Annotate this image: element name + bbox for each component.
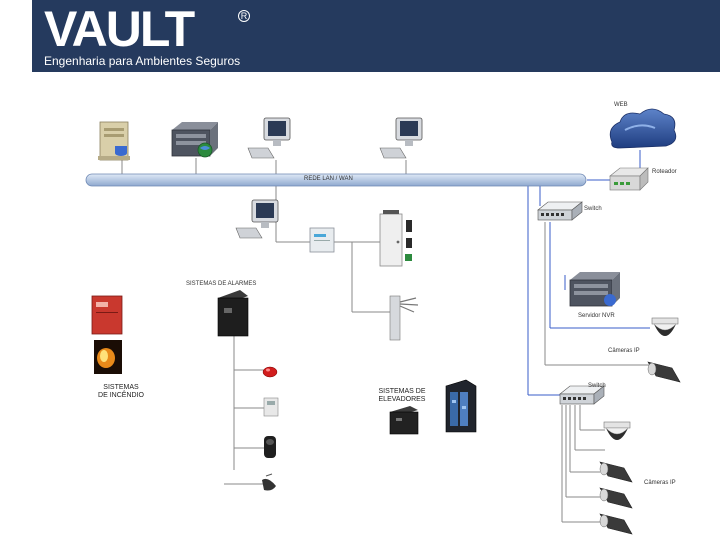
elevator-systems-label-line2: ELEVADORES xyxy=(378,396,426,403)
internet-cloud-icon xyxy=(609,108,677,149)
bullet-camera-icon xyxy=(599,487,633,509)
bullet-camera-icon xyxy=(647,361,681,383)
sensor-cable-icon xyxy=(262,473,276,491)
blue-connection-lines xyxy=(527,150,650,396)
keypad-icon xyxy=(263,397,279,417)
bullet-camera-icon xyxy=(599,461,633,483)
fire-systems-label-line1: SISTEMAS xyxy=(103,384,139,391)
nvr-server-icon xyxy=(569,272,620,307)
fire-systems-label: SISTEMAS DE INCÊNDIO xyxy=(88,384,154,400)
rack-server-icon xyxy=(171,122,218,158)
alarm-panel-icon xyxy=(217,290,249,337)
dome-camera-icon xyxy=(651,317,679,336)
nvr-label: Servidor NVR xyxy=(578,313,615,319)
bullet-camera-icon xyxy=(599,513,633,535)
registered-mark: R xyxy=(238,10,250,22)
door-access-icon xyxy=(379,210,412,267)
brand-logo: VAULT xyxy=(44,1,195,57)
switch-top-label: Switch xyxy=(584,206,602,212)
fire-systems-label-line2: DE INCÊNDIO xyxy=(98,392,144,399)
server-tower-icon xyxy=(98,121,130,161)
siren-icon xyxy=(262,366,278,378)
alarm-systems-label: SISTEMAS DE ALARMES xyxy=(186,281,257,287)
turnstile-icon xyxy=(389,295,419,341)
switch-bottom-label: Switch xyxy=(588,383,606,389)
motion-sensor-icon xyxy=(264,436,276,458)
workstation-icon xyxy=(247,117,291,159)
dome-camera-icon xyxy=(603,421,631,440)
elevator-controller-icon xyxy=(389,406,419,435)
web-label: WEB xyxy=(614,102,628,108)
network-switch-icon xyxy=(559,385,605,405)
elevator-icon xyxy=(445,379,477,433)
lan-wan-label: REDE LAN / WAN xyxy=(304,176,353,182)
workstation-icon xyxy=(379,117,423,159)
brand-tagline: Engenharia para Ambientes Seguros xyxy=(44,54,241,68)
cameras-bottom-label: Câmeras IP xyxy=(644,480,676,486)
workstation-icon xyxy=(235,199,279,239)
elevator-systems-label: SISTEMAS DE ELEVADORES xyxy=(368,388,436,404)
header-banner: VAULT R Engenharia para Ambientes Seguro… xyxy=(32,0,720,72)
lan-wan-bar xyxy=(85,173,587,187)
elevator-systems-label-line1: SISTEMAS DE xyxy=(378,388,426,395)
router-icon xyxy=(609,167,649,191)
fire-panel-icon xyxy=(91,295,123,335)
network-switch-icon xyxy=(537,201,583,221)
router-label: Roteador xyxy=(652,169,677,175)
fire-image-icon xyxy=(94,340,122,374)
access-controller-icon xyxy=(309,227,335,253)
cameras-top-label: Câmeras IP xyxy=(608,348,640,354)
